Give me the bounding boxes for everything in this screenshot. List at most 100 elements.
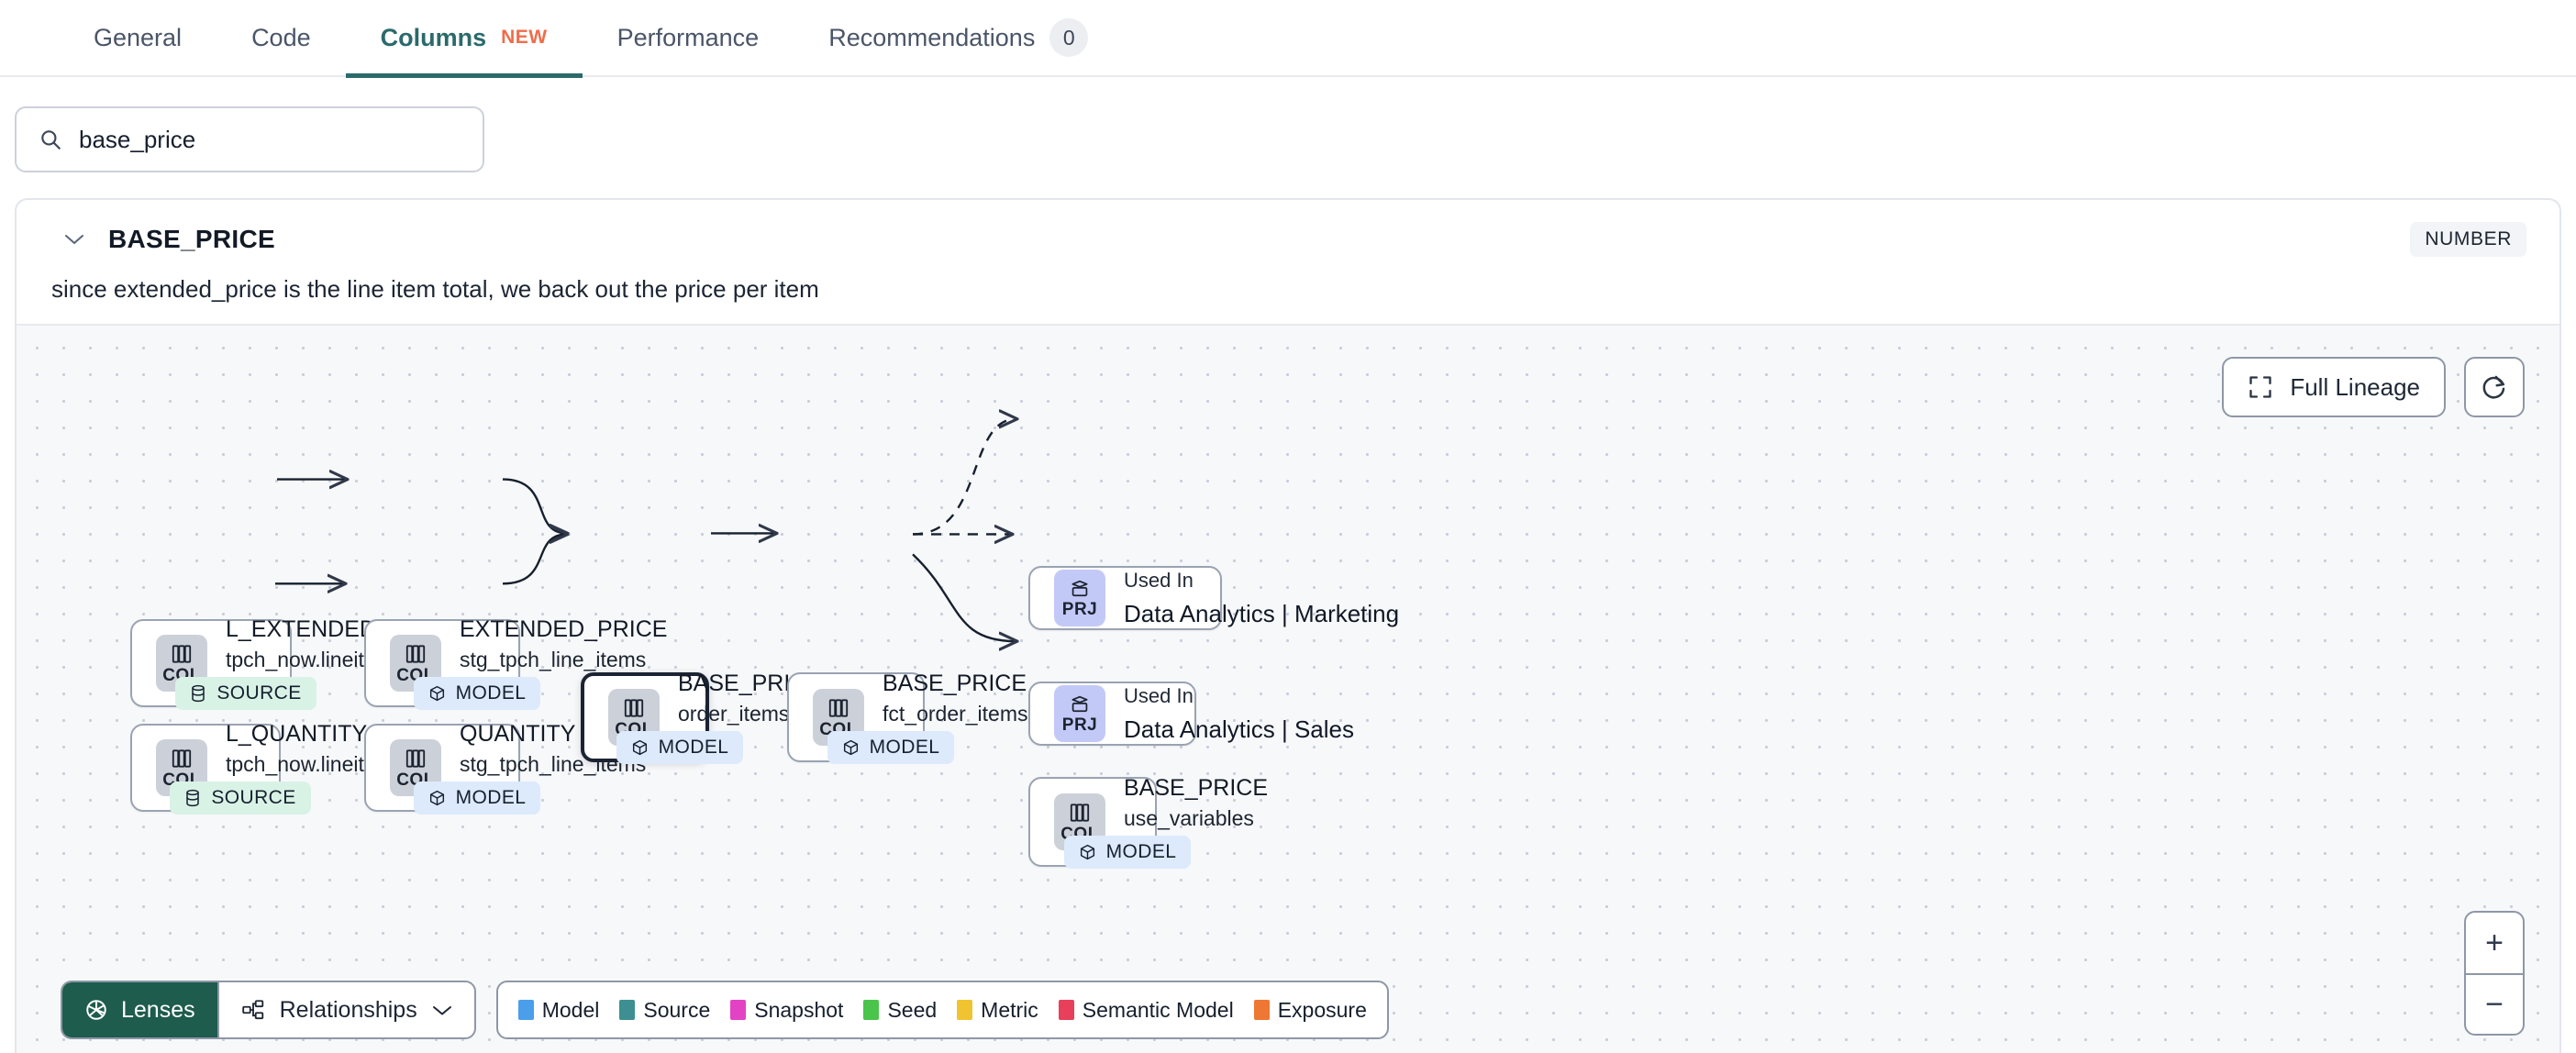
node-badge-label: SOURCE	[217, 682, 302, 704]
aperture-icon	[84, 998, 108, 1022]
lineage-top-controls: Full Lineage	[2222, 357, 2525, 417]
cube-icon	[1079, 843, 1096, 861]
node-type-badge: MODEL	[413, 781, 541, 815]
node-usedin-label: Used In	[1124, 568, 1194, 592]
lineage-node-project-marketing[interactable]: PRJ Used In Data Analytics | Marketing	[1028, 566, 1399, 630]
node-body: Used In Data Analytics | Sales	[1124, 684, 1354, 744]
column-header: BASE_PRICE NUMBER	[17, 200, 2559, 262]
node-subtitle: stg_tpch_line_items	[460, 648, 647, 671]
tab-code[interactable]: Code	[217, 0, 346, 76]
database-icon	[190, 684, 206, 703]
full-lineage-button[interactable]: Full Lineage	[2222, 357, 2446, 417]
legend-label: Model	[541, 997, 600, 1022]
hierarchy-icon	[241, 999, 265, 1021]
legend-item-metric: Metric	[957, 998, 1038, 1023]
tab-performance[interactable]: Performance	[583, 0, 794, 76]
node-subtitle: fct_order_items	[883, 702, 1028, 726]
node-subtitle: order_items	[678, 702, 790, 726]
legend-item-model: Model	[517, 997, 600, 1023]
cube-icon	[842, 738, 860, 757]
legend-swatch	[1058, 1000, 1074, 1020]
cube-icon	[631, 738, 649, 757]
legend-item-exposure: Exposure	[1253, 998, 1367, 1023]
tab-label: Code	[251, 23, 311, 51]
node-subtitle: use_variables	[1124, 806, 1254, 830]
legend-item-snapshot: Snapshot	[730, 998, 843, 1023]
zoom-controls: + −	[2464, 911, 2525, 1036]
node-subtitle: tpch_now.lineitem	[226, 648, 394, 671]
tab-recommendations[interactable]: Recommendations 0	[794, 0, 1123, 76]
tab-bar: General Code Columns NEW Performance Rec…	[0, 0, 2576, 78]
legend-item-semantic-model: Semantic Model	[1058, 997, 1234, 1023]
lineage-legend: Model Source Snapshot Seed Metric	[495, 981, 1389, 1039]
tab-columns[interactable]: Columns NEW	[345, 0, 583, 78]
recommendations-count-badge: 0	[1049, 18, 1089, 57]
lineage-edges	[275, 326, 2559, 1053]
prj-icon: PRJ	[1054, 685, 1105, 742]
node-body: BASE_PRICE order_items MODEL	[616, 671, 823, 764]
legend-label: Seed	[887, 997, 938, 1022]
node-body: EXTENDED_PRICE stg_tpch_line_items MODEL	[413, 616, 668, 710]
cube-icon	[428, 789, 446, 807]
chevron-down-icon	[432, 1004, 452, 1016]
lineage-node-base-price-order-items[interactable]: COL BASE_PRICE order_items MODEL	[581, 671, 823, 764]
node-body: BASE_PRICE fct_order_items MODEL	[827, 671, 1028, 764]
node-project-name: Data Analytics | Sales	[1124, 715, 1354, 743]
node-type-badge: MODEL	[827, 731, 955, 764]
node-name: QUANTITY	[460, 721, 576, 747]
chevron-down-icon[interactable]	[64, 229, 84, 249]
column-description: since extended_price is the line item to…	[51, 275, 819, 303]
legend-label: Snapshot	[754, 997, 844, 1022]
tab-label: Columns	[380, 23, 487, 51]
refresh-button[interactable]	[2464, 357, 2525, 417]
lineage-node-extended-price[interactable]: COL EXTENDED_PRICE stg_tpch_line_items M…	[364, 616, 668, 710]
legend-swatch	[863, 1000, 880, 1020]
prj-icon: PRJ	[1054, 570, 1105, 626]
expand-icon	[2248, 374, 2273, 400]
tab-general[interactable]: General	[59, 0, 217, 76]
lenses-button[interactable]: Lenses	[62, 982, 217, 1037]
node-subtitle: tpch_now.lineitem	[226, 752, 394, 776]
lineage-bottom-controls: Lenses Relationships	[61, 981, 1389, 1039]
node-type-badge: MODEL	[413, 677, 541, 710]
relationships-dropdown[interactable]: Relationships	[217, 982, 474, 1037]
zoom-out-button[interactable]: −	[2466, 973, 2523, 1034]
node-name: EXTENDED_PRICE	[460, 616, 668, 642]
node-badge-label: MODEL	[455, 787, 527, 808]
legend-label: Semantic Model	[1082, 997, 1234, 1022]
column-type-badge: NUMBER	[2410, 222, 2526, 257]
legend-item-seed: Seed	[863, 998, 937, 1023]
node-type-badge: SOURCE	[170, 781, 311, 815]
node-badge-label: SOURCE	[211, 787, 296, 808]
node-body: BASE_PRICE use_variables MODEL	[1063, 775, 1268, 869]
node-badge-label: MODEL	[1105, 841, 1177, 862]
lineage-node-base-price-fct-order-items[interactable]: COL BASE_PRICE fct_order_items MODEL	[787, 671, 1028, 764]
column-name: BASE_PRICE	[108, 225, 275, 253]
legend-label: Metric	[981, 997, 1038, 1022]
lineage-node-project-sales[interactable]: PRJ Used In Data Analytics | Sales	[1028, 682, 1354, 746]
node-kind-label: PRJ	[1061, 715, 1098, 735]
legend-swatch	[957, 1000, 973, 1020]
node-body: L_EXTENDEDPRICE tpch_now.lineitem SOURCE	[175, 616, 446, 710]
lenses-label: Lenses	[121, 996, 195, 1023]
lenses-relationships-group: Lenses Relationships	[61, 981, 476, 1039]
legend-item-source: Source	[619, 998, 710, 1023]
node-body: L_QUANTITY tpch_now.lineitem SOURCE	[170, 721, 394, 815]
search-input[interactable]	[79, 125, 461, 154]
node-body: Used In Data Analytics | Marketing	[1124, 568, 1399, 628]
legend-swatch	[517, 1000, 534, 1020]
lineage-node-l-extendedprice[interactable]: COL L_EXTENDEDPRICE tpch_now.lineitem SO…	[130, 616, 446, 710]
node-body: QUANTITY stg_tpch_line_items MODEL	[413, 721, 647, 815]
legend-label: Source	[643, 997, 711, 1022]
lineage-canvas[interactable]: Full Lineage COL L_EXTEND	[17, 324, 2559, 1053]
lineage-node-base-price-use-variables[interactable]: COL BASE_PRICE use_variables MODEL	[1028, 775, 1268, 869]
node-name: BASE_PRICE	[678, 671, 823, 696]
database-icon	[184, 789, 201, 807]
tab-label: Performance	[616, 23, 760, 51]
node-badge-label: MODEL	[455, 682, 527, 704]
zoom-in-button[interactable]: +	[2485, 925, 2504, 960]
node-subtitle: stg_tpch_line_items	[460, 752, 647, 776]
lineage-node-l-quantity[interactable]: COL L_QUANTITY tpch_now.lineitem SOURCE	[130, 721, 394, 815]
search-box[interactable]	[15, 106, 484, 172]
lineage-node-quantity[interactable]: COL QUANTITY stg_tpch_line_items MODEL	[364, 721, 647, 815]
